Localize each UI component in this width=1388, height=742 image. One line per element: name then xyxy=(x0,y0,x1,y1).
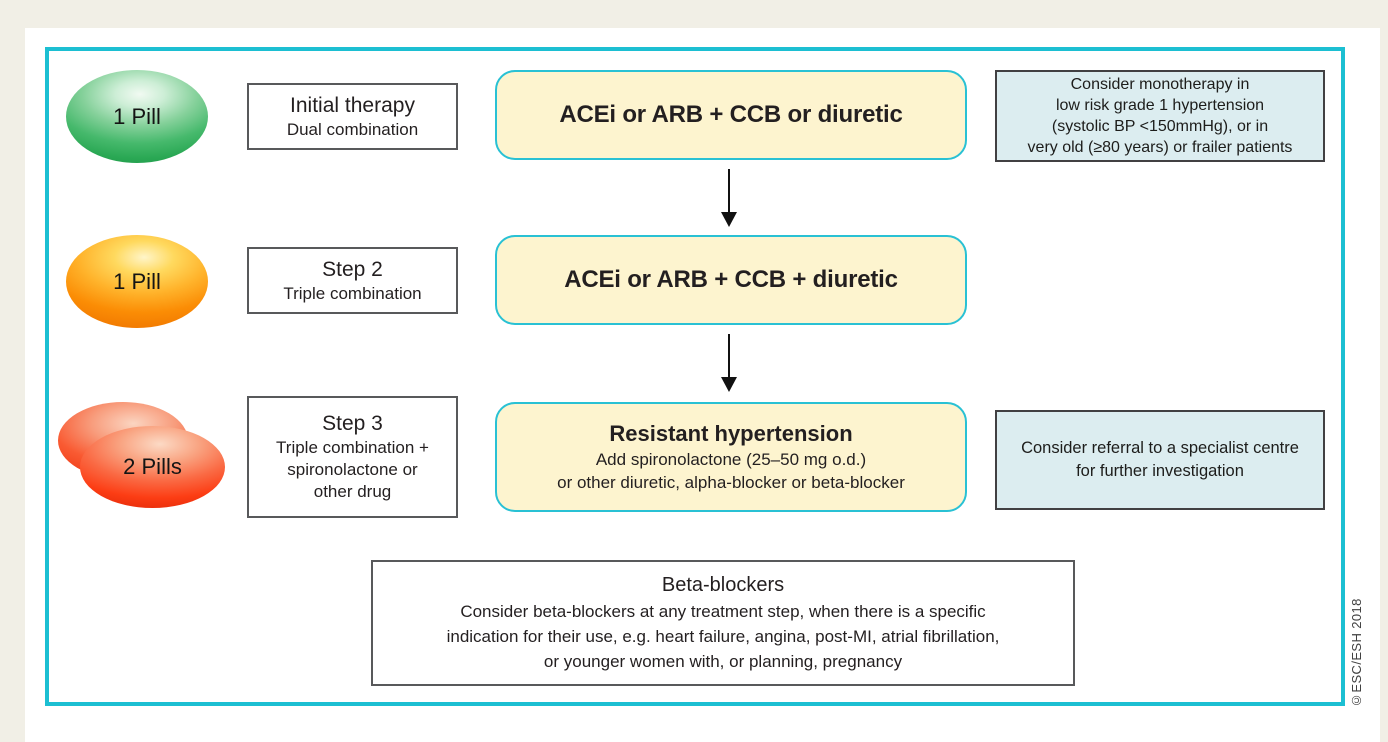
copyright-vertical-label: ©ESC/ESH 2018 xyxy=(1349,598,1364,708)
pill-count-label: 1 Pill xyxy=(113,268,161,294)
beta-blockers-line: or younger women with, or planning, preg… xyxy=(543,652,903,671)
note-box-referral: Consider referral to a specialist centre… xyxy=(995,410,1325,510)
beta-blockers-title: Beta-blockers xyxy=(661,574,785,596)
note-line: (systolic BP <150mmHg), or in xyxy=(1051,118,1269,135)
orange-pill-icon xyxy=(66,235,208,328)
step-title: Initial therapy xyxy=(290,93,415,117)
note-line: for further investigation xyxy=(1076,462,1244,480)
therapy-subline: or other diuretic, alpha-blocker or beta… xyxy=(557,473,905,492)
red-pill-front-icon xyxy=(80,426,225,508)
arrow-shaft xyxy=(728,169,730,212)
therapy-box-initial: ACEi or ARB + CCB or diuretic xyxy=(495,70,967,160)
therapy-title: Resistant hypertension xyxy=(609,421,853,446)
arrow-head xyxy=(721,377,737,392)
therapy-title: ACEi or ARB + CCB or diuretic xyxy=(559,101,903,128)
step-subtitle: Triple combination xyxy=(283,283,422,303)
note-line: Consider referral to a specialist centre xyxy=(1021,439,1299,457)
flow-arrow-down-icon xyxy=(721,334,737,392)
pill-count-label: 1 Pill xyxy=(113,103,161,129)
step-label-box-initial: Initial therapy Dual combination xyxy=(247,83,458,150)
arrow-head xyxy=(721,212,737,227)
beta-blockers-line: Consider beta-blockers at any treatment … xyxy=(460,602,986,621)
step-title: Step 3 xyxy=(322,412,383,435)
therapy-subline: Add spironolactone (25–50 mg o.d.) xyxy=(595,450,867,469)
therapy-box-resistant: Resistant hypertension Add spironolacton… xyxy=(495,402,967,512)
step-subtitle: other drug xyxy=(313,482,392,501)
note-line: Consider monotherapy in xyxy=(1070,76,1250,93)
flow-arrow-down-icon xyxy=(721,169,737,227)
step-subtitle: Triple combination + xyxy=(276,438,429,457)
therapy-box-step2: ACEi or ARB + CCB + diuretic xyxy=(495,235,967,325)
green-pill-icon xyxy=(66,70,208,163)
step-label-box-step3: Step 3 Triple combination + spironolacto… xyxy=(247,396,458,518)
beta-blockers-box: Beta-blockers Consider beta-blockers at … xyxy=(371,560,1075,686)
beta-blockers-line: indication for their use, e.g. heart fai… xyxy=(446,627,1000,646)
step-subtitle: spironolactone or xyxy=(287,460,418,479)
step-label-box-step2: Step 2 Triple combination xyxy=(247,247,458,314)
note-line: low risk grade 1 hypertension xyxy=(1055,97,1265,114)
therapy-title: ACEi or ARB + CCB + diuretic xyxy=(564,266,898,293)
arrow-shaft xyxy=(728,334,730,377)
step-title: Step 2 xyxy=(322,257,383,281)
note-box-monotherapy: Consider monotherapy in low risk grade 1… xyxy=(995,70,1325,162)
step-subtitle: Dual combination xyxy=(286,119,419,139)
pill-count-label: 2 Pills xyxy=(123,454,182,479)
note-line: very old (≥80 years) or frailer patients xyxy=(1027,139,1293,156)
